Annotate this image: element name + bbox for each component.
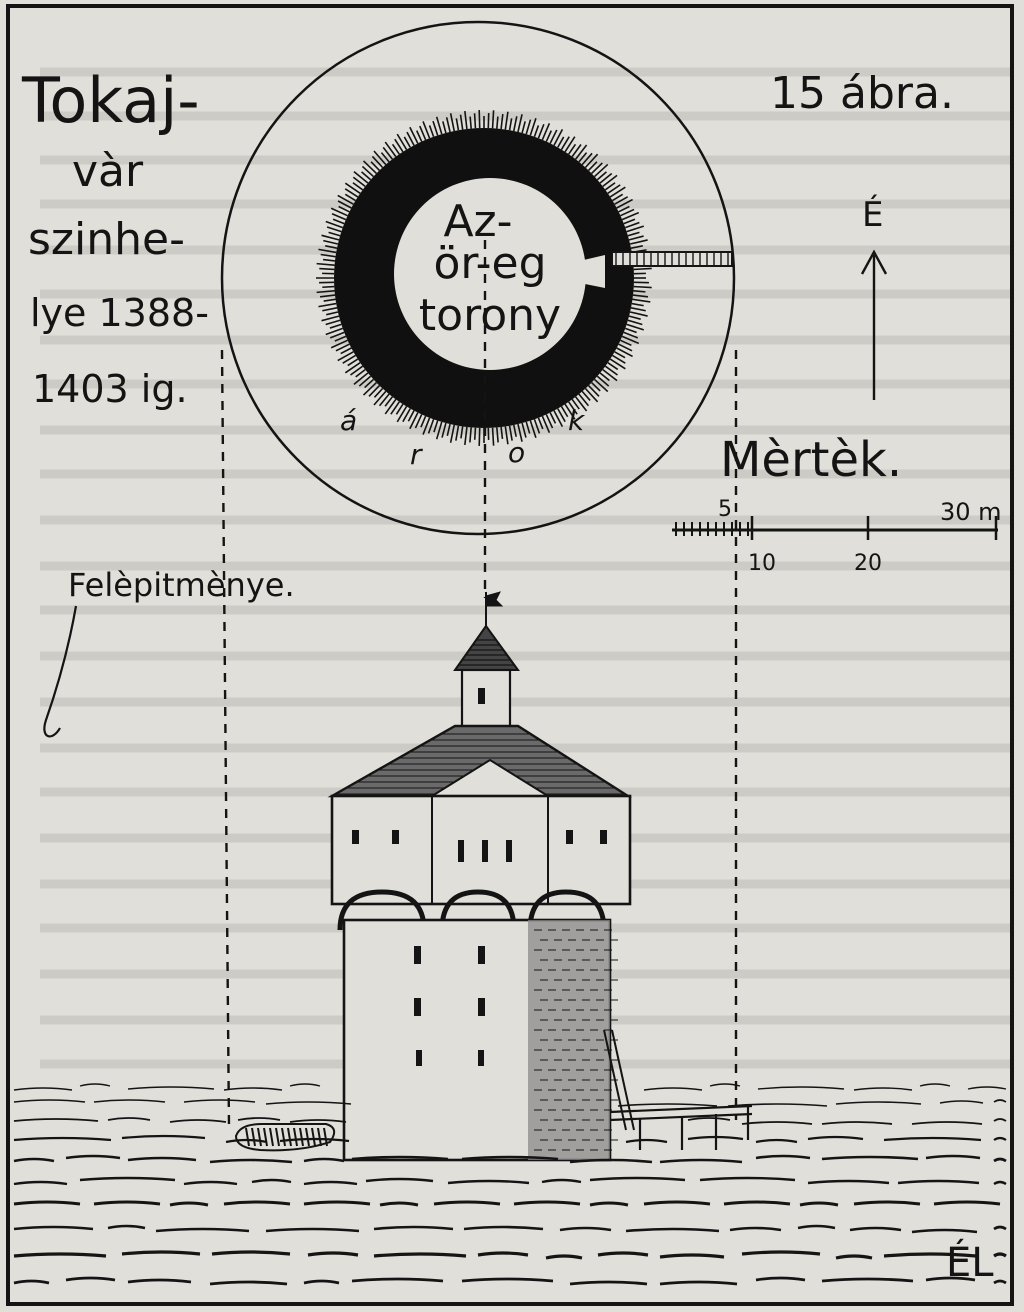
flag bbox=[485, 591, 504, 607]
north-arrow-head bbox=[860, 249, 888, 275]
figure-number-value: 15 bbox=[770, 68, 826, 119]
scale-tick-10: 10 bbox=[748, 551, 776, 576]
figure-number: 15 ábra. bbox=[770, 68, 954, 119]
tower-label-line-2: ör-eg bbox=[433, 238, 546, 289]
moat-letter-2: r bbox=[410, 438, 423, 471]
gallery bbox=[330, 794, 632, 906]
north-label: É bbox=[862, 194, 883, 235]
elevation-label-flourish bbox=[43, 605, 78, 738]
frame bbox=[6, 4, 1014, 1306]
moat-letter-3: o bbox=[508, 436, 525, 469]
scale-tick-30: 30 m bbox=[940, 498, 1002, 526]
elevation-label-block: Felèpitmènye. bbox=[43, 566, 295, 738]
north-arrow: É bbox=[860, 194, 888, 400]
title-line-3: szinhe- bbox=[28, 214, 185, 265]
elevation-label: Felèpitmènye. bbox=[68, 566, 295, 604]
rubble bbox=[234, 1123, 336, 1152]
title-block: Tokaj- vàr szinhe- lye 1388- 1403 ig. bbox=[21, 64, 209, 411]
title-line-4: lye 1388- bbox=[30, 291, 209, 335]
tower-label-line-1: Az- bbox=[443, 196, 512, 247]
scale-minor-ticks bbox=[675, 522, 749, 536]
projection-lines bbox=[220, 240, 738, 1129]
tower-label-line-3: torony bbox=[419, 290, 561, 341]
monogram: ÉL bbox=[946, 1238, 994, 1286]
monogram-text: ÉL bbox=[946, 1238, 994, 1286]
scale-label: Mèrtèk. bbox=[720, 432, 902, 488]
bridge-elevation bbox=[609, 1104, 753, 1150]
moat-letters: á r o k bbox=[340, 404, 586, 471]
figure-number-suffix: ábra. bbox=[840, 68, 954, 119]
scale-tick-20: 20 bbox=[854, 551, 882, 576]
tower-label: Az- ör-eg torony bbox=[419, 196, 561, 341]
title-line-1: Tokaj- bbox=[21, 64, 200, 137]
moat-letter-4: k bbox=[568, 404, 586, 437]
turret-roof bbox=[453, 624, 520, 671]
bridge-plan bbox=[575, 251, 733, 288]
tower-interior bbox=[394, 178, 586, 370]
title-line-5: 1403 ig. bbox=[32, 367, 188, 411]
scale-tick-5: 5 bbox=[718, 497, 732, 522]
title-line-2: vàr bbox=[72, 146, 144, 197]
scale: Mèrtèk. 5 10 20 30 m bbox=[672, 432, 1002, 576]
tower-elevation bbox=[327, 591, 635, 1162]
moat-letter-1: á bbox=[340, 404, 357, 437]
outer-plan-circle bbox=[220, 20, 736, 536]
river bbox=[13, 1083, 1007, 1286]
turret-body bbox=[460, 668, 512, 734]
moat-hatching bbox=[316, 110, 652, 446]
